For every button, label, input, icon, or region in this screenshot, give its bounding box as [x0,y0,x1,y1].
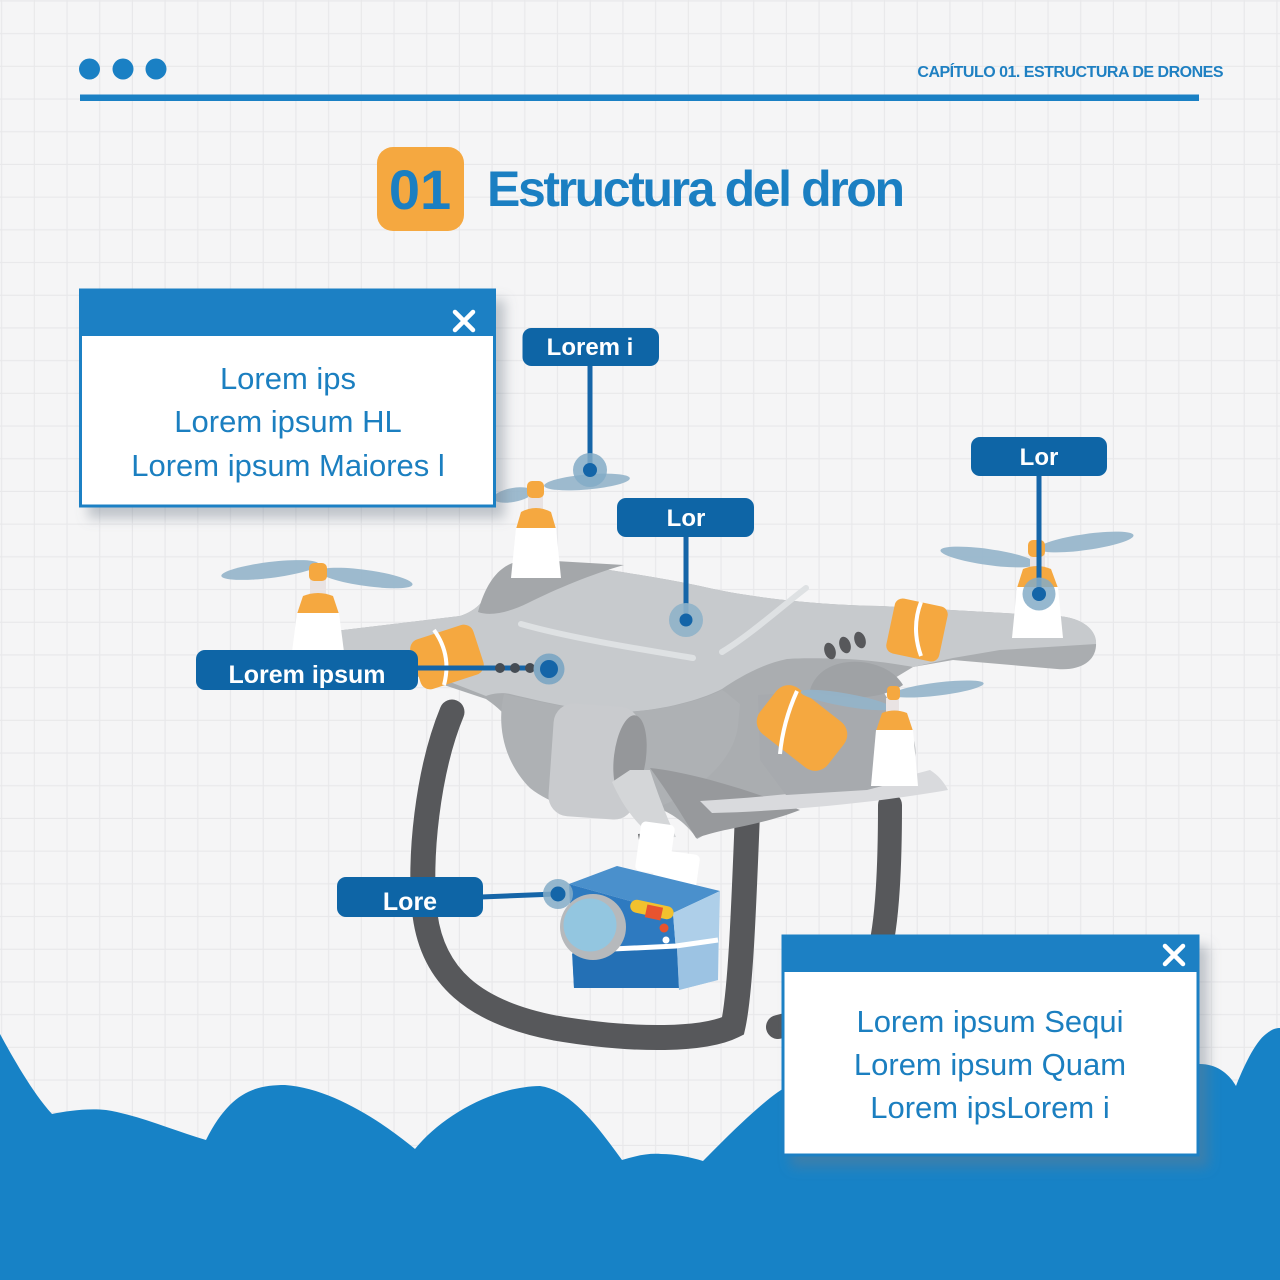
svg-text:Estructura del dron: Estructura del dron [487,161,903,217]
svg-text:01: 01 [389,158,451,221]
svg-text:Lore: Lore [383,888,437,916]
svg-text:Lorem ipsum HL: Lorem ipsum HL [174,404,401,439]
svg-text:Lorem ipsLorem i: Lorem ipsLorem i [870,1090,1109,1125]
svg-text:Lorem ipsum Quam: Lorem ipsum Quam [854,1047,1126,1082]
svg-text:CAPÍTULO 01. ESTRUCTURA DE DRO: CAPÍTULO 01. ESTRUCTURA DE DRONES [917,62,1223,81]
svg-text:Lorem ipsum: Lorem ipsum [229,661,386,689]
svg-text:Lorem i: Lorem i [547,334,634,361]
svg-text:Lor: Lor [667,505,706,532]
svg-text:Lorem ips: Lorem ips [220,361,356,396]
svg-text:Lor: Lor [1020,444,1059,471]
svg-text:Lorem ipsum Maiores l: Lorem ipsum Maiores l [131,448,445,483]
svg-text:Lorem ipsum Sequi: Lorem ipsum Sequi [856,1004,1123,1039]
